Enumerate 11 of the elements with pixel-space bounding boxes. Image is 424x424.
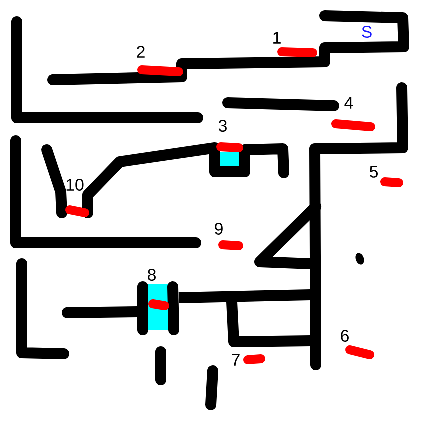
callout-number: 8 (148, 269, 156, 281)
callout-number: 10 (66, 179, 84, 191)
callout-number: 1 (274, 32, 281, 44)
callout-number: 7 (232, 354, 240, 366)
callout-number: 6 (341, 330, 349, 342)
callout-number: 9 (215, 223, 223, 235)
callout-number: 2 (137, 46, 145, 58)
callout-number: 5 (370, 166, 378, 178)
letter-label: S (362, 26, 372, 38)
callout-number: 4 (344, 97, 354, 109)
callout-number: 3 (218, 120, 227, 132)
